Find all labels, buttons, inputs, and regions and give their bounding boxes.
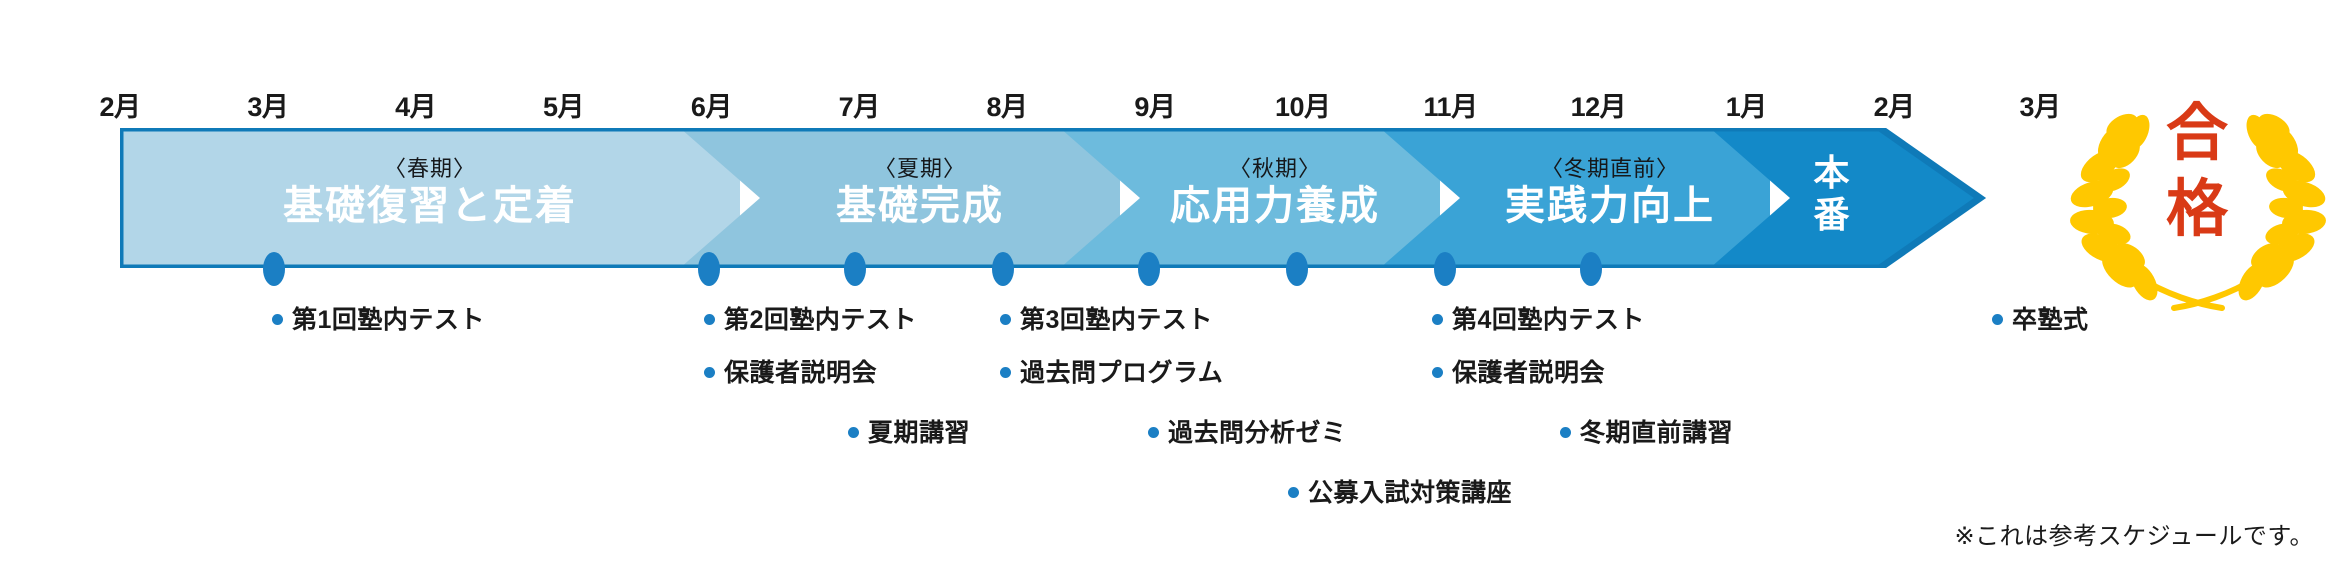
month-tick-6: 7月	[838, 92, 881, 122]
bullet-icon	[1000, 367, 1011, 378]
badge-char-1: 合	[2165, 99, 2230, 168]
event-label-text: 第1回塾内テスト	[292, 306, 485, 334]
event-label-text: 過去問プログラム	[1020, 359, 1224, 387]
milestone-marker-3	[844, 252, 867, 286]
milestone-marker-5	[1138, 252, 1161, 286]
bullet-icon	[272, 314, 283, 325]
bullet-icon	[1992, 314, 2003, 325]
event-label-text: 第4回塾内テスト	[1452, 306, 1645, 334]
event-label-text: 夏期講習	[868, 419, 971, 447]
bullet-icon	[1288, 487, 1299, 498]
month-tick-2: 3月	[247, 92, 289, 122]
bullet-icon	[704, 314, 715, 325]
event-label-text: 公募入試対策講座	[1308, 479, 1513, 507]
event-label-text: 保護者説明会	[1452, 359, 1606, 387]
event-label-r1-5: 卒塾式	[1992, 305, 2089, 335]
bullet-icon	[1560, 427, 1571, 438]
event-label-r3-1: 夏期講習	[848, 418, 970, 448]
timeline-band: 〈春期〉 基礎復習と定着 〈夏期〉 基礎完成 〈秋期〉 応用力養成 〈冬期直前〉…	[120, 128, 2060, 268]
bullet-icon	[848, 427, 859, 438]
timeline-band-outline	[120, 128, 1987, 268]
phase-title-exam-char-1: 本	[1813, 152, 1851, 193]
event-label-r4-1: 公募入試対策講座	[1288, 478, 1512, 508]
month-tick-8: 9月	[1134, 92, 1176, 122]
month-tick-11: 12月	[1570, 92, 1627, 122]
milestone-marker-2	[698, 252, 721, 286]
bullet-icon	[1432, 314, 1443, 325]
month-tick-10: 11月	[1423, 92, 1479, 122]
month-tick-4: 5月	[543, 92, 585, 122]
event-label-text: 第3回塾内テスト	[1020, 306, 1213, 334]
month-tick-5: 6月	[690, 92, 733, 122]
event-label-text: 保護者説明会	[724, 359, 878, 387]
event-label-r3-3: 冬期直前講習	[1560, 418, 1733, 448]
phase-segment-winter	[1380, 128, 1770, 268]
event-label-text: 冬期直前講習	[1580, 419, 1734, 447]
badge-char-2: 格	[2165, 175, 2230, 244]
bullet-icon	[1432, 367, 1443, 378]
milestone-marker-6	[1285, 252, 1308, 286]
success-badge: 合 格	[2062, 82, 2334, 312]
event-label-r1-4: 第4回塾内テスト	[1432, 305, 1645, 335]
phase-label-exam: 本 番	[1810, 152, 1854, 236]
phase-title-exam-char-2: 番	[1813, 194, 1851, 235]
event-label-r1-3: 第3回塾内テスト	[1000, 305, 1213, 335]
month-tick-7: 8月	[986, 92, 1029, 122]
bullet-icon	[1148, 427, 1159, 438]
event-label-text: 過去問分析ゼミ	[1168, 419, 1347, 447]
badge-text: 合 格	[2062, 96, 2334, 248]
month-tick-9: 10月	[1274, 92, 1331, 122]
month-tick-1: 2月	[99, 92, 141, 122]
footnote: ※これは参考スケジュールです。	[1954, 523, 2314, 550]
milestone-marker-row	[120, 252, 2040, 292]
event-label-r2-2: 過去問プログラム	[1000, 358, 1223, 388]
event-label-r3-2: 過去問分析ゼミ	[1148, 418, 1347, 448]
event-label-r1-2: 第2回塾内テスト	[704, 305, 917, 335]
month-tick-13: 2月	[1873, 92, 1916, 122]
event-label-r1-1: 第1回塾内テスト	[272, 305, 485, 335]
laurel-wreath-icon	[2070, 113, 2326, 311]
month-tick-3: 4月	[395, 92, 437, 122]
milestone-marker-4	[992, 252, 1015, 286]
event-label-text: 第2回塾内テスト	[724, 306, 917, 334]
event-label-text: 卒塾式	[2012, 306, 2089, 334]
bullet-icon	[704, 367, 715, 378]
milestone-marker-8	[1579, 252, 1602, 286]
month-tick-14: 3月	[2019, 92, 2061, 122]
event-label-r2-1: 保護者説明会	[704, 358, 877, 388]
month-ruler: 2月 3月 4月 5月 6月 7月 8月 9月 10月 11月 12月 1月 2月 3月	[99, 92, 2061, 128]
phase-segment-spring	[120, 128, 740, 268]
milestone-marker-7	[1433, 252, 1456, 286]
event-label-r2-3: 保護者説明会	[1432, 358, 1605, 388]
month-tick-12: 1月	[1725, 92, 1768, 122]
bullet-icon	[1000, 314, 1011, 325]
milestone-marker-1	[262, 252, 285, 286]
phase-segment-summer	[680, 128, 1120, 268]
phase-segment-autumn	[1060, 128, 1440, 268]
timeline-band-shapes	[120, 128, 1987, 268]
